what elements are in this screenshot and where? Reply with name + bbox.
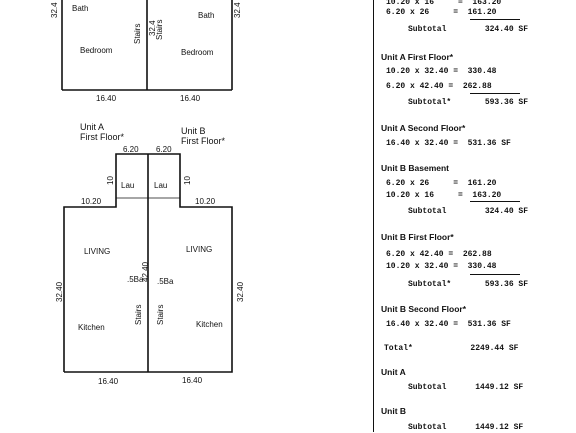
lau-depth-right: 10 (183, 176, 192, 185)
calc-line-8: 16.40 x 32.40 = 531.36 SF (386, 139, 511, 148)
calc-line-11: 10.20 x 16 = 163.20 (386, 191, 502, 200)
top-bedroom-right-label: Bedroom (181, 48, 214, 57)
calc-subtotal-12: Subtotal 324.40 SF (408, 207, 529, 216)
mid-depth-dim: 42.40 (141, 261, 150, 282)
calc-line-18: 16.40 x 32.40 = 531.36 SF (386, 320, 511, 329)
top-bath-left-label: Bath (72, 4, 88, 13)
calc-subtotal-21: Subtotal 1449.12 SF (408, 383, 524, 392)
lau-right-label: Lau (154, 181, 167, 190)
calc-subtotal-2: Subtotal 324.40 SF (408, 25, 529, 34)
calc-head-9: Unit B Basement (381, 163, 450, 173)
calc-subtotal-6: Subtotal* 593.36 SF (408, 98, 529, 107)
calc-line-1: 6.20 x 26 = 161.20 (386, 8, 497, 17)
kitchen-right-label: Kitchen (196, 320, 223, 329)
calc-subtotal-16: Subtotal* 593.36 SF (408, 280, 529, 289)
top-width-left: 16.40 (96, 94, 117, 103)
calc-head-7: Unit A Second Floor* (381, 123, 466, 133)
half-bath-right-label: .5Ba (157, 277, 174, 286)
top-stairs-right-label: Stairs (155, 20, 164, 40)
top-dim-right: 32.4 (233, 2, 242, 18)
calc-line-15: 10.20 x 32.40 = 330.48 (386, 262, 497, 271)
top-bedroom-left-label: Bedroom (80, 46, 113, 55)
calc-subtotal-23: Subtotal 1449.12 SF (408, 423, 524, 432)
calc-line-5: 6.20 x 42.40 = 262.88 (386, 82, 492, 91)
living-right-label: LIVING (186, 245, 212, 254)
top-dim-left: 32.4 (50, 2, 59, 18)
unit-b-floor-title: First Floor* (181, 136, 226, 146)
width-dim-right: 16.40 (182, 376, 203, 385)
unit-a-title: Unit A (80, 122, 104, 132)
top-dim-mid: 32.4 (148, 20, 157, 36)
living-left-label: LIVING (84, 247, 110, 256)
top-stairs-left-label: Stairs (133, 24, 142, 44)
half-bath-left-label: .5Ba (127, 275, 144, 284)
calc-head-22: Unit B (381, 406, 407, 416)
calc-line-4: 10.20 x 32.40 = 330.48 (386, 67, 497, 76)
calc-total-19: Total* 2249.44 SF (384, 344, 519, 353)
step-dim-right: 10.20 (195, 197, 216, 206)
stairs-right-label: Stairs (156, 305, 165, 325)
calc-head-20: Unit A (381, 367, 406, 377)
stairs-left-label: Stairs (134, 305, 143, 325)
step-dim-left: 10.20 (81, 197, 102, 206)
lau-depth-left: 10 (106, 176, 115, 185)
calc-head-17: Unit B Second Floor* (381, 304, 466, 314)
calc-head-3: Unit A First Floor* (381, 52, 454, 62)
lau-width-left: 6.20 (123, 145, 139, 154)
calc-line-10: 6.20 x 26 = 161.20 (386, 179, 497, 188)
lau-left-label: Lau (121, 181, 134, 190)
side-dim-right: 32.40 (236, 281, 245, 302)
top-floor-plan: Bath Bath Bedroom Bedroom Stairs Stairs … (50, 0, 242, 103)
calc-line-0: 10.20 x 16 = 163.20 (386, 0, 502, 7)
lau-width-right: 6.20 (156, 145, 172, 154)
first-floor-plan: Unit A First Floor* Unit B First Floor* … (55, 122, 245, 386)
unit-b-title: Unit B (181, 126, 206, 136)
width-dim-left: 16.40 (98, 377, 119, 386)
calc-head-13: Unit B First Floor* (381, 232, 454, 242)
top-bath-right-label: Bath (198, 11, 214, 20)
top-width-right: 16.40 (180, 94, 201, 103)
calc-line-14: 6.20 x 42.40 = 262.88 (386, 250, 492, 259)
unit-a-floor-title: First Floor* (80, 132, 125, 142)
side-dim-left: 32.40 (55, 281, 64, 302)
kitchen-left-label: Kitchen (78, 323, 105, 332)
